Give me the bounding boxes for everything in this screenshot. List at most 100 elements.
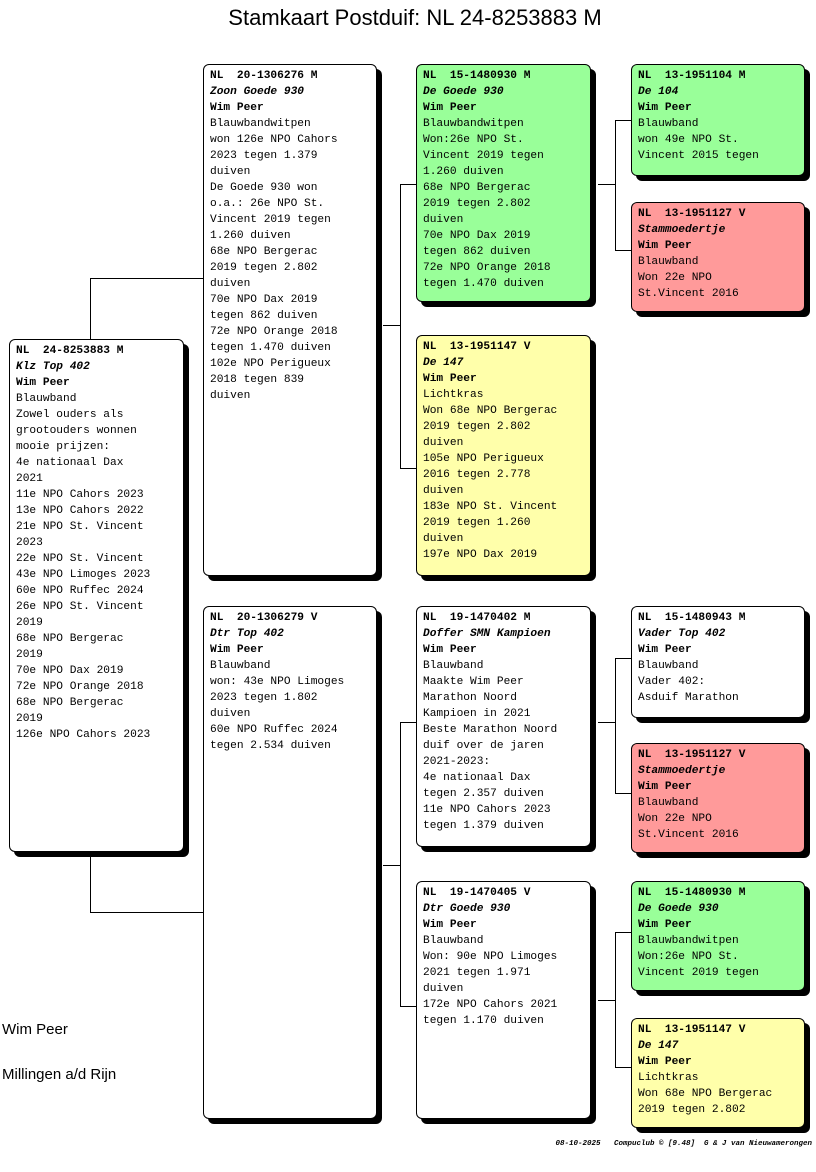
- owner-name-label: Wim Peer: [16, 377, 70, 389]
- owner-name-label: Wim Peer: [210, 102, 264, 114]
- pigeon-color: Blauwbandwitpen: [210, 118, 311, 130]
- pigeon-notes: won 49e NPO St. Vincent 2015 tegen: [638, 134, 759, 162]
- owner-name-label: Wim Peer: [423, 919, 477, 931]
- ring-number: NL 13-1951104 M: [638, 70, 746, 82]
- pigeon-color: Lichtkras: [423, 389, 484, 401]
- pigeon-color: Blauwbandwitpen: [638, 935, 739, 947]
- ring-number: NL 15-1480930 M: [423, 70, 531, 82]
- pigeon-name: Klz Top 402: [16, 361, 90, 373]
- connector: [615, 120, 632, 121]
- ring-number: NL 13-1951127 V: [638, 749, 746, 761]
- pigeon-name: De 147: [423, 357, 464, 369]
- pigeon-notes: Vader 402: Asduif Marathon: [638, 676, 739, 704]
- pigeon-name: De Goede 930: [423, 86, 504, 98]
- pigeon-card-mother-mother[interactable]: NL 19-1470405 V Dtr Goede 930 Wim Peer B…: [416, 881, 591, 1119]
- footer-credits: 08-10-2025 Compuclub © [9.48] G & J van …: [555, 1140, 812, 1148]
- pigeon-name: Doffer SMN Kampioen: [423, 628, 551, 640]
- pigeon-card-subject[interactable]: NL 24-8253883 M Klz Top 402 Wim Peer Bla…: [9, 339, 184, 852]
- pigeon-notes: Won:26e NPO St. Vincent 2019 tegen 1.260…: [423, 134, 551, 290]
- connector: [400, 184, 417, 185]
- ring-number: NL 19-1470405 V: [423, 887, 531, 899]
- pigeon-card-mother-father[interactable]: NL 19-1470402 M Doffer SMN Kampioen Wim …: [416, 606, 591, 847]
- connector: [90, 912, 204, 913]
- pigeon-notes: won: 43e NPO Limoges 2023 tegen 1.802 du…: [210, 676, 345, 752]
- ring-number: NL 13-1951147 V: [423, 341, 531, 353]
- breeder-name: Wim Peer: [2, 1021, 68, 1038]
- connector: [598, 722, 615, 723]
- connector: [615, 658, 616, 793]
- pigeon-color: Blauwband: [210, 660, 271, 672]
- owner-name-label: Wim Peer: [423, 102, 477, 114]
- owner-name-label: Wim Peer: [638, 919, 692, 931]
- pigeon-card-ffm[interactable]: NL 13-1951127 V Stammoedertje Wim Peer B…: [631, 202, 805, 312]
- connector: [615, 658, 632, 659]
- connector: [90, 278, 91, 340]
- connector: [383, 865, 400, 866]
- pigeon-notes: Won 68e NPO Bergerac 2019 tegen 2.802: [638, 1088, 773, 1116]
- pigeon-notes: Won:26e NPO St. Vincent 2019 tegen: [638, 951, 759, 979]
- pigeon-card-mother[interactable]: NL 20-1306279 V Dtr Top 402 Wim Peer Bla…: [203, 606, 377, 1119]
- pigeon-name: Dtr Goede 930: [423, 903, 511, 915]
- pigeon-color: Blauwband: [638, 118, 699, 130]
- connector: [400, 184, 401, 468]
- pigeon-card-father-mother[interactable]: NL 13-1951147 V De 147 Wim Peer Lichtkra…: [416, 335, 591, 576]
- pigeon-color: Lichtkras: [638, 1072, 699, 1084]
- connector: [615, 120, 616, 250]
- pigeon-notes: Zowel ouders als grootouders wonnen mooi…: [16, 409, 151, 741]
- pigeon-notes: Won 22e NPO St.Vincent 2016: [638, 813, 739, 841]
- pigeon-card-fff[interactable]: NL 13-1951104 M De 104 Wim Peer Blauwban…: [631, 64, 805, 176]
- pigeon-name: Dtr Top 402: [210, 628, 284, 640]
- connector: [615, 1067, 632, 1068]
- pigeon-card-father[interactable]: NL 20-1306276 M Zoon Goede 930 Wim Peer …: [203, 64, 377, 576]
- pigeon-notes: Won 22e NPO St.Vincent 2016: [638, 272, 739, 300]
- pigeon-card-mmm[interactable]: NL 13-1951147 V De 147 Wim Peer Lichtkra…: [631, 1018, 805, 1128]
- pigeon-name: Vader Top 402: [638, 628, 726, 640]
- pigeon-card-father-father[interactable]: NL 15-1480930 M De Goede 930 Wim Peer Bl…: [416, 64, 591, 302]
- pigeon-name: Stammoedertje: [638, 765, 726, 777]
- ring-number: NL 20-1306276 M: [210, 70, 318, 82]
- owner-name-label: Wim Peer: [423, 644, 477, 656]
- pigeon-notes: Won: 90e NPO Limoges 2021 tegen 1.971 du…: [423, 951, 558, 1027]
- connector: [615, 932, 632, 933]
- owner-name-label: Wim Peer: [638, 1056, 692, 1068]
- connector: [400, 722, 417, 723]
- pigeon-color: Blauwband: [423, 935, 484, 947]
- owner-name-label: Wim Peer: [638, 240, 692, 252]
- pigeon-color: Blauwbandwitpen: [423, 118, 524, 130]
- pigeon-name: De 104: [638, 86, 679, 98]
- connector: [615, 793, 632, 794]
- connector: [90, 855, 91, 912]
- pigeon-name: De Goede 930: [638, 903, 719, 915]
- pigeon-color: Blauwband: [16, 393, 77, 405]
- ring-number: NL 24-8253883 M: [16, 345, 124, 357]
- ring-number: NL 13-1951127 V: [638, 208, 746, 220]
- pigeon-notes: Maakte Wim Peer Marathon Noord Kampioen …: [423, 676, 558, 832]
- pigeon-name: De 147: [638, 1040, 679, 1052]
- connector: [383, 325, 400, 326]
- pigeon-color: Blauwband: [423, 660, 484, 672]
- connector: [615, 932, 616, 1067]
- ring-number: NL 15-1480930 M: [638, 887, 746, 899]
- pigeon-notes: Won 68e NPO Bergerac 2019 tegen 2.802 du…: [423, 405, 558, 561]
- connector: [400, 468, 417, 469]
- connector: [598, 184, 615, 185]
- connector: [598, 1000, 615, 1001]
- breeder-place: Millingen a/d Rijn: [2, 1066, 117, 1083]
- connector: [90, 278, 204, 279]
- pigeon-color: Blauwband: [638, 660, 699, 672]
- pigeon-name: Zoon Goede 930: [210, 86, 304, 98]
- ring-number: NL 15-1480943 M: [638, 612, 746, 624]
- pigeon-card-mfm[interactable]: NL 13-1951127 V Stammoedertje Wim Peer B…: [631, 743, 805, 853]
- owner-name-label: Wim Peer: [638, 781, 692, 793]
- pigeon-color: Blauwband: [638, 256, 699, 268]
- pigeon-notes: won 126e NPO Cahors 2023 tegen 1.379 dui…: [210, 134, 338, 402]
- connector: [615, 250, 632, 251]
- pigeon-name: Stammoedertje: [638, 224, 726, 236]
- pigeon-card-mff[interactable]: NL 15-1480943 M Vader Top 402 Wim Peer B…: [631, 606, 805, 718]
- connector: [400, 1006, 417, 1007]
- pigeon-color: Blauwband: [638, 797, 699, 809]
- connector: [400, 722, 401, 1006]
- pigeon-card-mmf[interactable]: NL 15-1480930 M De Goede 930 Wim Peer Bl…: [631, 881, 805, 991]
- owner-name-label: Wim Peer: [210, 644, 264, 656]
- ring-number: NL 19-1470402 M: [423, 612, 531, 624]
